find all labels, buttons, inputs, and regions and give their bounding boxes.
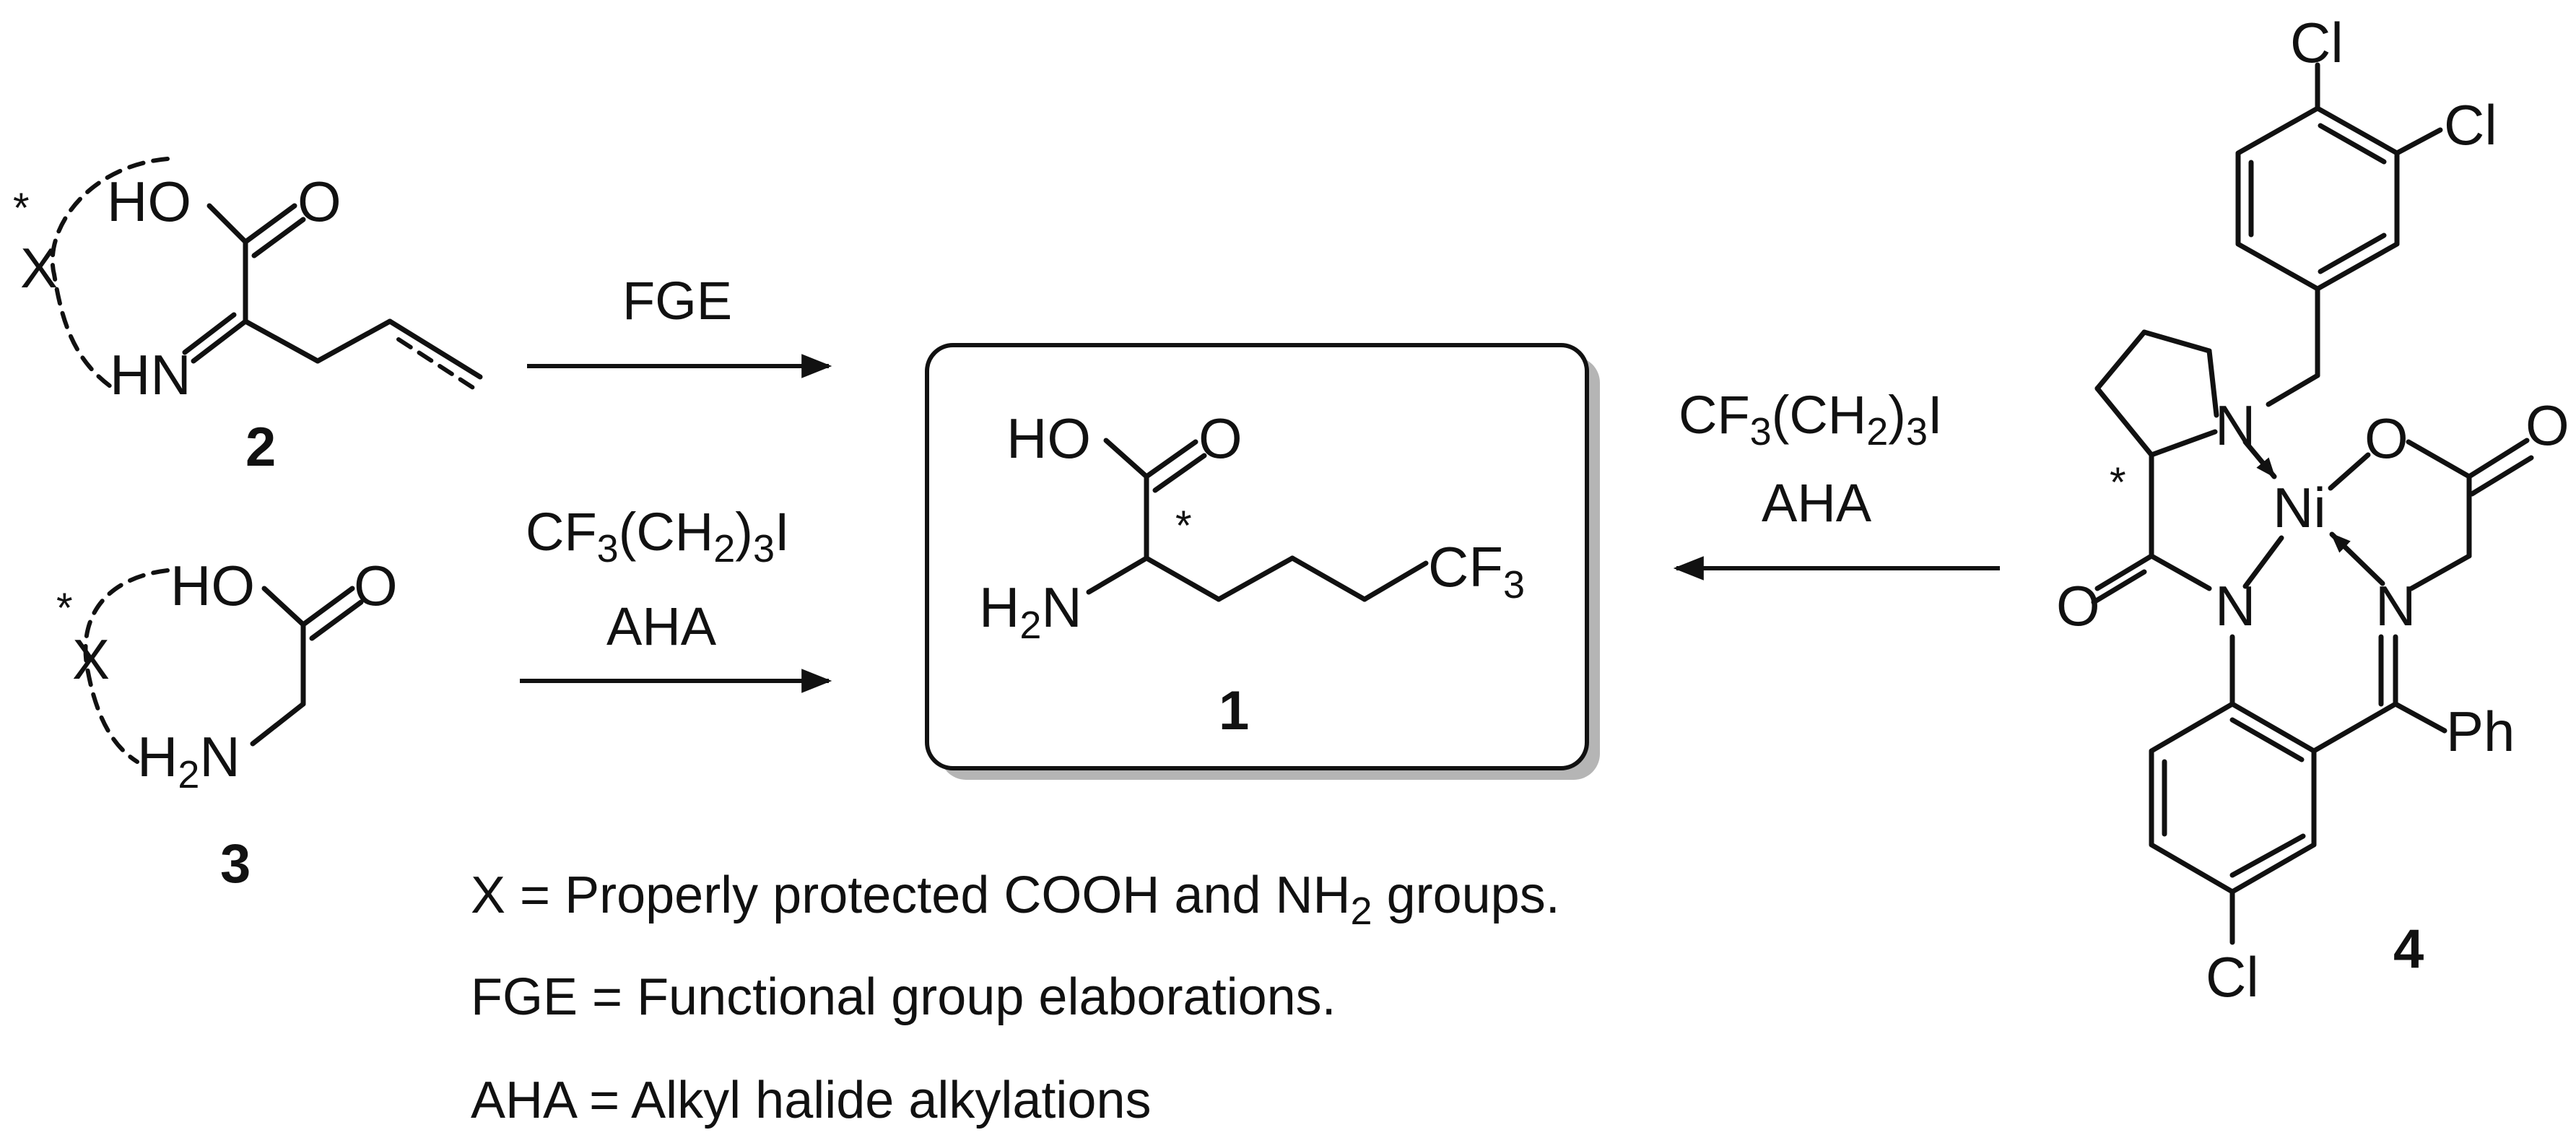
compound-2: * X HO O HN 2: [13, 157, 483, 478]
amide-nitrogen-4: N: [2215, 574, 2255, 638]
condition-aha-left: AHA: [606, 596, 717, 656]
compound-3: * X HO O H2N 3: [56, 554, 398, 895]
stereocenter-star-2: *: [13, 185, 30, 232]
chloro-top-4: Cl: [2290, 11, 2344, 74]
condition-fge: FGE: [622, 271, 732, 331]
compound-label-2: 2: [245, 417, 276, 478]
carbonyl-oxygen-3: O: [354, 554, 398, 617]
stereocenter-star-4: *: [2110, 459, 2126, 506]
protecting-tether-3: [83, 568, 170, 764]
carboxylate-oxygen-4: O: [2364, 407, 2409, 470]
reagent-top-left: CF3(CH2)3I: [526, 502, 790, 570]
carbonyl-oxygen-1: O: [1198, 407, 1243, 470]
legend-aha-definition: AHA = Alkyl halide alkylations: [471, 1072, 1152, 1129]
amine-1: H2N: [979, 575, 1082, 647]
legend-x-definition: X = Properly protected COOH and NH2 grou…: [471, 866, 1560, 933]
compound-4: Cl Cl N * Ni O O N N O: [2056, 11, 2570, 1009]
legend: X = Properly protected COOH and NH2 grou…: [471, 866, 1560, 1129]
stereocenter-star-1: *: [1175, 503, 1192, 549]
chloro-bottom-4: Cl: [2206, 945, 2259, 1009]
carbonyl-oxygen-2: O: [297, 170, 341, 233]
compound-label-1: 1: [1219, 680, 1249, 742]
hydroxyl-3: HO: [170, 554, 255, 617]
amide-oxygen-4: O: [2056, 574, 2100, 638]
legend-fge-definition: FGE = Functional group elaborations.: [471, 968, 1336, 1026]
reaction-arrows-left: FGE CF3(CH2)3I AHA: [520, 271, 832, 693]
hydroxyl-2: HO: [107, 170, 191, 233]
stereocenter-star-3: *: [56, 585, 73, 632]
compound-label-3: 3: [220, 833, 251, 895]
x-group-2: X: [20, 236, 58, 300]
hydroxyl-1: HO: [1006, 407, 1091, 470]
carbonyl-oxygen-4: O: [2525, 394, 2570, 457]
compound-label-4: 4: [2393, 918, 2424, 980]
trifluoromethyl-1: CF3: [1428, 535, 1525, 607]
chloro-meta-4: Cl: [2444, 93, 2497, 157]
condition-aha-right: AHA: [1762, 473, 1872, 533]
reagent-top-right: CF3(CH2)3I: [1679, 385, 1943, 453]
amine-3: H2N: [137, 725, 240, 796]
phenyl-4: Ph: [2446, 700, 2515, 763]
compound-1-box: HO O * H2N CF3 1: [925, 343, 1600, 780]
reaction-arrow-right: CF3(CH2)3I AHA: [1673, 385, 2000, 581]
protecting-tether-2: [50, 157, 170, 392]
imine-nh-2: HN: [110, 343, 191, 407]
nickel-4: Ni: [2273, 476, 2326, 539]
x-group-3: X: [72, 627, 110, 691]
